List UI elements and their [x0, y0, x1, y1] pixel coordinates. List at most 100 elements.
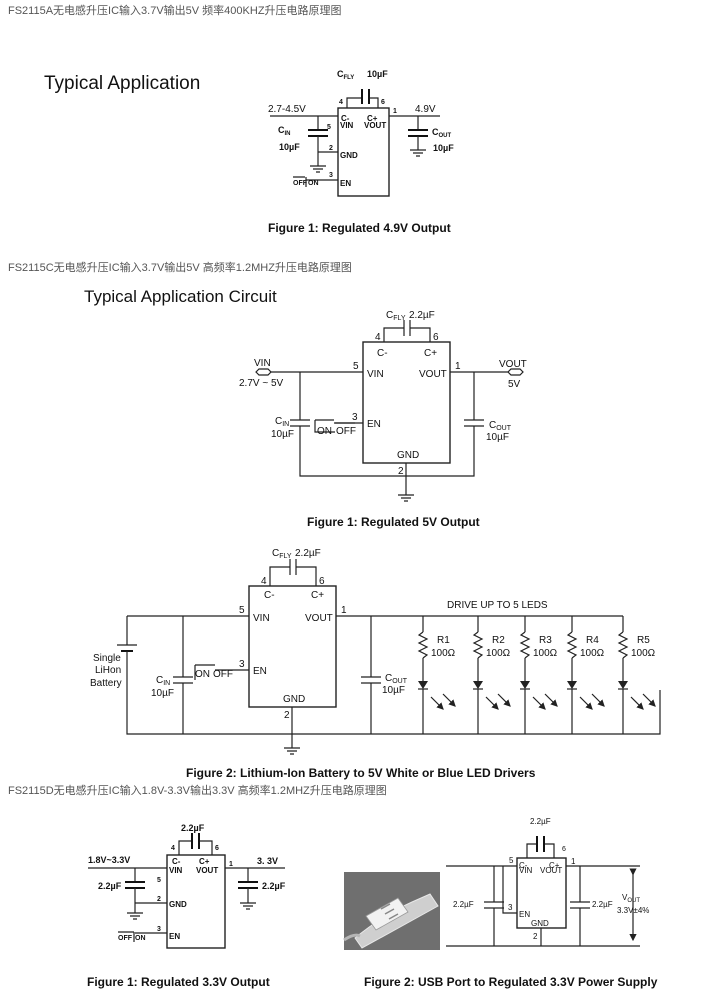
pin-label-vout: VOUT — [364, 121, 386, 130]
pin-number: 6 — [562, 846, 566, 853]
pin-label-vin: VIN — [169, 866, 183, 875]
led-light-arrow — [532, 696, 546, 710]
en-switch-off: OFF — [336, 426, 356, 437]
cin-label: CIN — [156, 675, 170, 687]
led-light-arrow — [642, 693, 656, 707]
cin-value: 2.2µF — [98, 881, 122, 891]
cout-value: 2.2µF — [592, 900, 613, 909]
resistor-value: 100Ω — [580, 648, 605, 659]
vout-value: 3.3V±4% — [617, 906, 649, 915]
vin-range: 2.7-4.5V — [268, 104, 306, 115]
pin-number: 5 — [509, 856, 514, 865]
gnd-wire — [446, 928, 640, 947]
heading-typical-application-circuit: Typical Application Circuit — [84, 287, 277, 306]
pin-label-gnd: GND — [531, 919, 549, 928]
pin-number: 2 — [533, 932, 538, 941]
cout-value: 10µF — [433, 143, 454, 153]
pin-number: 6 — [215, 845, 219, 852]
led-light-arrow — [442, 693, 456, 707]
cin-value: 10µF — [279, 142, 300, 152]
pin-number: 3 — [329, 172, 333, 179]
pin-number: 1 — [455, 361, 461, 372]
figure-caption: Figure 2: USB Port to Regulated 3.3V Pow… — [364, 975, 658, 989]
led-light-arrow — [430, 696, 444, 710]
led-light-arrow — [485, 696, 499, 710]
en-switch-off: OFF — [213, 669, 233, 680]
pin-number: 2 — [398, 466, 404, 477]
cfly-value: 2.2µF — [409, 310, 435, 321]
pin-number: 5 — [239, 605, 245, 616]
cout-value: 2.2µF — [262, 881, 286, 891]
led-diode — [473, 681, 483, 689]
vout-value: 4.9V — [415, 104, 436, 115]
resistor-name: R3 — [539, 635, 552, 646]
vout-name: VOUT — [499, 359, 527, 370]
led-branch: R4 100Ω — [566, 616, 605, 734]
pin-label-vout: VOUT — [419, 369, 447, 380]
figure-caption: Figure 2: Lithium-Ion Battery to 5V Whit… — [186, 766, 536, 780]
vin-terminal — [255, 368, 272, 376]
pin-number: 1 — [341, 605, 347, 616]
pin-label-vin: VIN — [340, 121, 354, 130]
pin-number: 1 — [571, 857, 576, 866]
ic-box — [337, 107, 390, 197]
pin-label-cplus: C+ — [424, 348, 437, 359]
diagram-usb-3v3: C- C+ VIN VOUT EN GND 2.2µF 6 5 2.2µF 3 … — [343, 817, 658, 989]
diagram-regulated-5v: Typical Application Circuit C- C+ VIN VO… — [84, 287, 527, 529]
pin-label-vout: VOUT — [196, 866, 218, 875]
pin-number: 6 — [433, 332, 439, 343]
pin-label-en: EN — [253, 666, 267, 677]
pin-label-vout: VOUT — [540, 866, 562, 875]
cout-value: 10µF — [382, 685, 405, 696]
pin-number: 3 — [157, 926, 161, 933]
cfly-value: 10µF — [367, 69, 388, 79]
pin-label-gnd: GND — [169, 900, 187, 909]
heading-typical-application: Typical Application — [44, 73, 200, 94]
battery-label-line3: Battery — [90, 678, 122, 689]
pin-number: 3 — [352, 412, 358, 423]
pin-label-vin: VIN — [367, 369, 384, 380]
pin-number: 2 — [329, 145, 333, 152]
pin-label-cminus: C- — [519, 861, 528, 870]
led-light-arrow — [591, 693, 605, 707]
pin-number: 3 — [239, 659, 245, 670]
pin-label-cplus: C+ — [549, 861, 560, 870]
led-branch: R3 100Ω — [519, 616, 558, 734]
resistor-value: 100Ω — [431, 648, 456, 659]
en-wire — [195, 664, 249, 671]
pin-label-cplus: C+ — [199, 857, 210, 866]
resistor-name: R4 — [586, 635, 599, 646]
cout-label: COUT — [432, 127, 452, 139]
cfly-value: 2.2µF — [530, 817, 551, 826]
pin-label-gnd: GND — [283, 694, 305, 705]
pin-number: 4 — [171, 845, 175, 852]
led-light-arrow — [544, 693, 558, 707]
pin-label-vin: VIN — [519, 866, 533, 875]
pin-number: 4 — [261, 576, 267, 587]
ic-box — [362, 341, 451, 464]
resistor-value: 100Ω — [533, 648, 558, 659]
pin-number: 4 — [339, 99, 343, 106]
vout-terminal — [507, 368, 524, 376]
leds-title: DRIVE UP TO 5 LEDS — [447, 600, 548, 611]
resistor-symbol — [417, 631, 429, 659]
led-light-arrow — [497, 693, 511, 707]
pin-number: 2 — [157, 896, 161, 903]
cfly-label: CFLY — [386, 310, 406, 322]
vout-value: 3. 3V — [257, 856, 278, 866]
vout-value: 5V — [508, 379, 521, 390]
ic-box — [248, 585, 337, 708]
resistor-value: 100Ω — [486, 648, 511, 659]
pin-label-cminus: C- — [377, 348, 388, 359]
battery-label-line1: Single — [93, 653, 121, 664]
caption-fs2115a: FS2115A无电感升压IC输入3.7V输出5V 频率400KHZ升压电路原理图 — [8, 5, 342, 17]
caption-fs2115c: FS2115C无电感升压IC输入3.7V输出5V 高频率1.2MHZ升压电路原理… — [8, 262, 352, 274]
vin-range: 2.7V ~ 5V — [239, 378, 284, 389]
led-diode — [520, 681, 530, 689]
en-switch-off: OFF — [118, 935, 133, 942]
pin-label-en: EN — [340, 179, 351, 188]
cin-value: 2.2µF — [453, 900, 474, 909]
